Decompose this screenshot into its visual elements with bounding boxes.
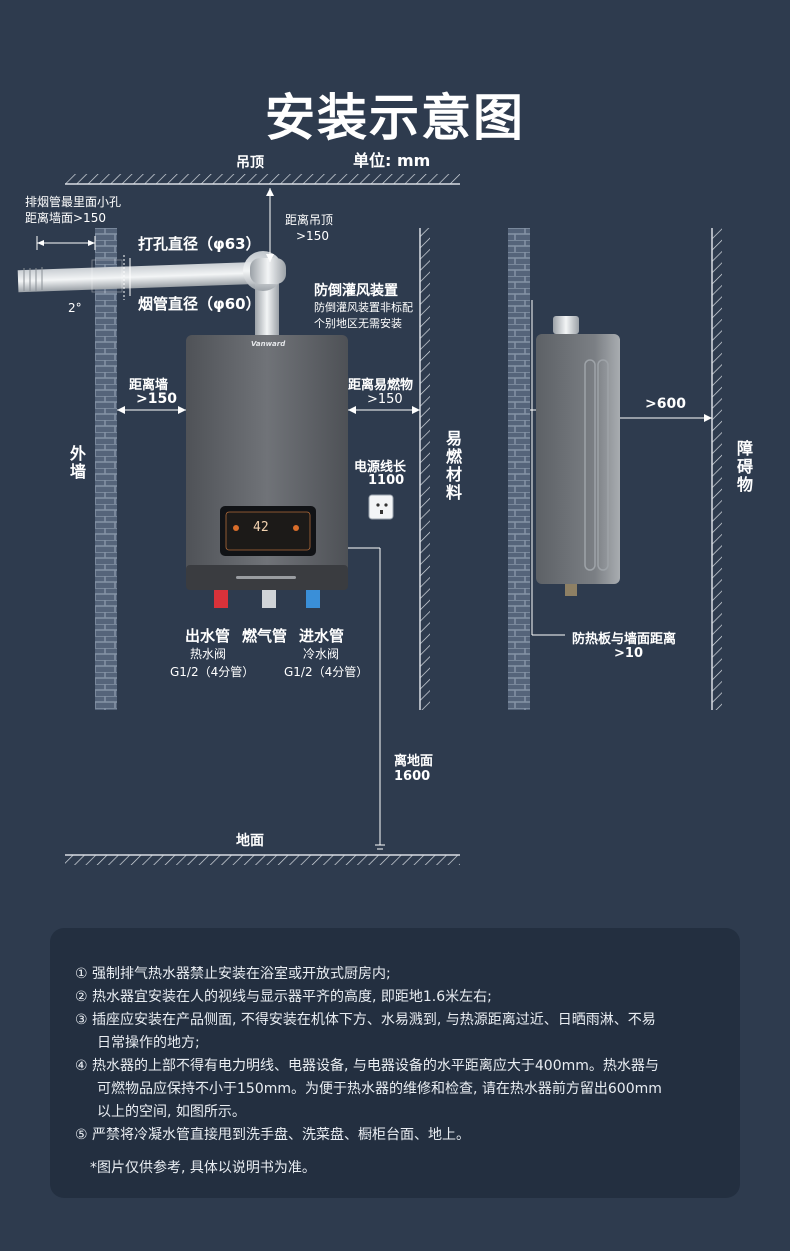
ceiling-distance-line1: 距离吊顶 xyxy=(285,213,334,227)
flammable-distance-line1: 距离易燃物 xyxy=(348,378,414,393)
ceiling-label: 吊顶 xyxy=(236,155,264,171)
floor-height-label: 离地面 xyxy=(394,754,434,769)
disclaimer: *图片仅供参考, 具体以说明书为准。 xyxy=(90,1160,316,1176)
front-clearance-label: >600 xyxy=(645,396,686,412)
outer-wall-bricks xyxy=(95,228,117,710)
ceiling-hatch xyxy=(65,174,460,185)
note-line-5: ⑤ 严禁将冷凝水管直接甩到洗手盘、洗菜盘、橱柜台面、地上。 xyxy=(75,1127,470,1143)
page-title: 安装示意图 xyxy=(265,89,525,147)
note-line-4: ④ 热水器的上部不得有电力明线、电器设备, 与电器设备的水平距离应大于400mm… xyxy=(75,1058,659,1074)
power-cord-length: 1100 xyxy=(368,473,405,488)
outlet-pipe-spec: G1/2（4分管） xyxy=(170,665,255,679)
flammable-distance-line2: >150 xyxy=(367,392,403,407)
wall-distance-line2: >150 xyxy=(136,391,177,407)
outer-wall-label: 外墙 xyxy=(67,445,86,481)
wall-distance-line1: 距离墙 xyxy=(129,378,169,393)
heat-shield-value: >10 xyxy=(614,646,643,661)
pipe-diameter-label: 烟管直径（φ60） xyxy=(138,295,261,313)
note-line-3: ③ 插座应安装在产品侧面, 不得安装在机体下方、水易溅到, 与热源距离过近、日晒… xyxy=(75,1012,656,1028)
dimension-arrows xyxy=(37,188,712,422)
exhaust-pipe xyxy=(17,251,286,340)
heat-shield-label: 防热板与墙面距离 xyxy=(572,632,677,647)
inlet-pipe-title: 进水管 xyxy=(299,627,345,645)
water-heater-front xyxy=(186,335,348,608)
floor-height-value: 1600 xyxy=(394,769,431,784)
flammable-wall-hatch xyxy=(419,228,430,710)
note-line-4-cont1: 可燃物品应保持不小于150mm。为便于热水器的维修和检查, 请在热水器前方留出6… xyxy=(97,1081,662,1097)
note-line-3-cont: 日常操作的地方; xyxy=(97,1035,200,1051)
notes-panel xyxy=(50,928,740,1198)
exhaust-note-line2: 距离墙面>150 xyxy=(25,211,106,225)
unit-label: 单位: mm xyxy=(353,151,431,170)
inlet-pipe-valve: 冷水阀 xyxy=(303,647,340,661)
exhaust-note-line1: 排烟管最里面小孔 xyxy=(25,195,122,209)
backdraft-note-line2: 个别地区无需安装 xyxy=(314,317,402,330)
backdraft-note-line1: 防倒灌风装置非标配 xyxy=(314,301,413,314)
outlet-pipe-valve: 热水阀 xyxy=(190,647,227,661)
power-socket xyxy=(368,494,394,520)
display-reading: 42 xyxy=(253,520,269,535)
ceiling-distance-line2: >150 xyxy=(296,229,329,243)
water-heater-side xyxy=(536,316,620,596)
inlet-pipe-spec: G1/2（4分管） xyxy=(284,665,369,679)
side-wall-bricks xyxy=(508,228,530,710)
floor-label: 地面 xyxy=(236,833,264,849)
outlet-pipe-title: 出水管 xyxy=(185,627,231,645)
note-line-2: ② 热水器宜安装在人的视线与显示器平齐的高度, 即距地1.6米左右; xyxy=(75,989,492,1005)
installation-diagram xyxy=(17,174,722,865)
note-line-1: ① 强制排气热水器禁止安装在浴室或开放式厨房内; xyxy=(75,966,391,982)
floor-hatch xyxy=(65,854,460,865)
power-cord-label: 电源线长 xyxy=(354,460,407,475)
note-line-4-cont2: 以上的空间, 如图所示。 xyxy=(97,1104,246,1120)
obstacle-label: 障碍物 xyxy=(734,440,753,494)
gas-pipe-title: 燃气管 xyxy=(242,627,288,645)
hole-diameter-label: 打孔直径（φ63） xyxy=(138,235,261,253)
backdraft-title: 防倒灌风装置 xyxy=(314,283,398,299)
brand-logo: Vanward xyxy=(251,340,286,348)
obstacle-wall-hatch xyxy=(711,228,722,710)
angle-label: 2° xyxy=(68,301,82,315)
flammable-label: 易燃材料 xyxy=(443,430,462,502)
